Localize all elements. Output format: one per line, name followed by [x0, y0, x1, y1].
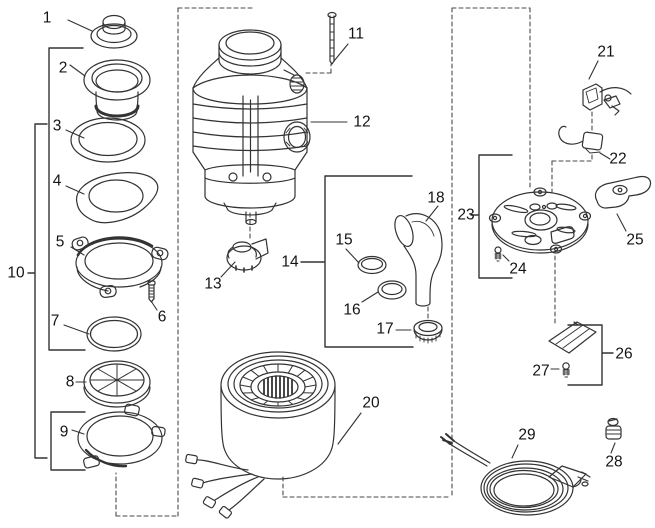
part-27-screw	[562, 362, 570, 378]
part-9-lower-mounting-ring	[77, 403, 166, 469]
bracket-26	[567, 324, 614, 386]
callout-11: 11	[347, 25, 365, 43]
part-18-discharge-tube	[394, 213, 443, 307]
callout-1: 1	[42, 9, 52, 27]
callout-21: 21	[597, 43, 615, 61]
callout-2: 2	[58, 59, 68, 77]
callout-18: 18	[427, 189, 445, 207]
callout-14: 14	[281, 253, 299, 271]
part-13-mounting-nut	[226, 238, 269, 273]
callout-7: 7	[50, 312, 60, 330]
callout-20: 20	[362, 394, 380, 412]
callout-29: 29	[518, 426, 536, 444]
part-21-switch-bracket	[582, 83, 632, 116]
callout-13: 13	[204, 275, 222, 293]
part-5-upper-mounting-ring	[71, 236, 169, 299]
part-1-stopper	[90, 14, 138, 49]
callout-24: 24	[509, 260, 527, 278]
callout-15: 15	[335, 231, 353, 249]
bracket-2-7	[48, 47, 86, 351]
callout-12: 12	[353, 113, 371, 131]
callout-10: 10	[7, 264, 25, 282]
part-7-o-ring	[86, 316, 142, 352]
part-3-gasket	[70, 117, 146, 163]
part-24-screw	[494, 246, 502, 262]
part-22-component	[558, 125, 604, 154]
part-25-impeller	[594, 175, 652, 209]
part-23-grind-plate	[488, 187, 592, 254]
group-brackets	[27, 47, 614, 471]
bracket-9	[50, 411, 86, 471]
callout-22: 22	[609, 150, 627, 168]
leader-lines	[63, 19, 627, 459]
callout-23: 23	[457, 206, 475, 224]
part-15-o-ring	[357, 255, 387, 275]
part-17-slip-nut	[413, 319, 443, 344]
part-6-screw	[147, 280, 156, 303]
bracket-10	[27, 123, 48, 459]
callout-16: 16	[343, 301, 361, 319]
callout-3: 3	[52, 117, 62, 135]
dashed-boundary-lines	[115, 7, 593, 517]
part-29-power-cord	[440, 433, 591, 516]
part-8-splash-baffle	[83, 360, 151, 408]
part-26-cover-plate	[548, 321, 597, 354]
callout-28: 28	[605, 453, 623, 471]
bracket-14	[300, 175, 414, 348]
callout-26: 26	[615, 345, 633, 363]
callout-5: 5	[55, 233, 65, 251]
part-12-disposer-housing	[192, 29, 311, 226]
part-28-plug-button	[605, 417, 622, 440]
part-4-mounting-gasket	[75, 172, 159, 224]
callout-6: 6	[157, 308, 167, 326]
callout-8: 8	[65, 373, 75, 391]
part-20-motor-stator	[185, 351, 336, 519]
callout-27: 27	[532, 362, 550, 380]
callout-25: 25	[626, 231, 644, 249]
part-2-sink-flange	[83, 59, 151, 121]
callout-4: 4	[52, 172, 62, 190]
bracket-23	[470, 154, 513, 279]
part-11-bolt	[327, 11, 337, 65]
callout-9: 9	[59, 423, 69, 441]
callout-17: 17	[376, 320, 394, 338]
part-16-o-ring	[377, 280, 407, 300]
